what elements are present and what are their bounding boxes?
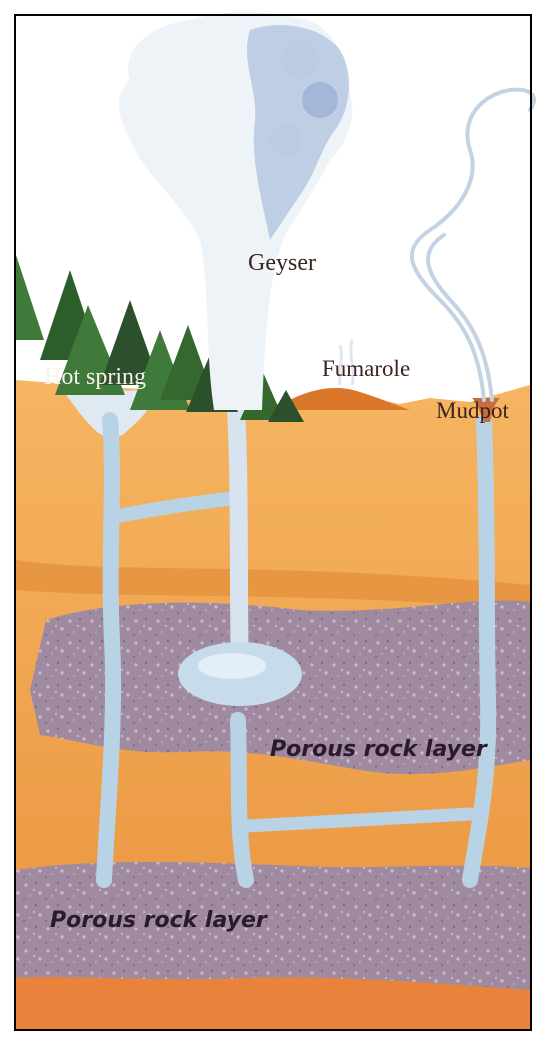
mudpot-label: Mudpot (436, 398, 509, 423)
reservoir-highlight (198, 653, 266, 679)
bottom-rock (16, 977, 530, 1030)
lower-porous-rock-label: Porous rock layer (50, 908, 268, 933)
hot-spring-label: Hot spring (44, 364, 146, 390)
geyser-label: Geyser (248, 250, 316, 276)
fumarole-label: Fumarole (322, 356, 410, 381)
upper-porous-rock-label: Porous rock layer (270, 737, 488, 762)
